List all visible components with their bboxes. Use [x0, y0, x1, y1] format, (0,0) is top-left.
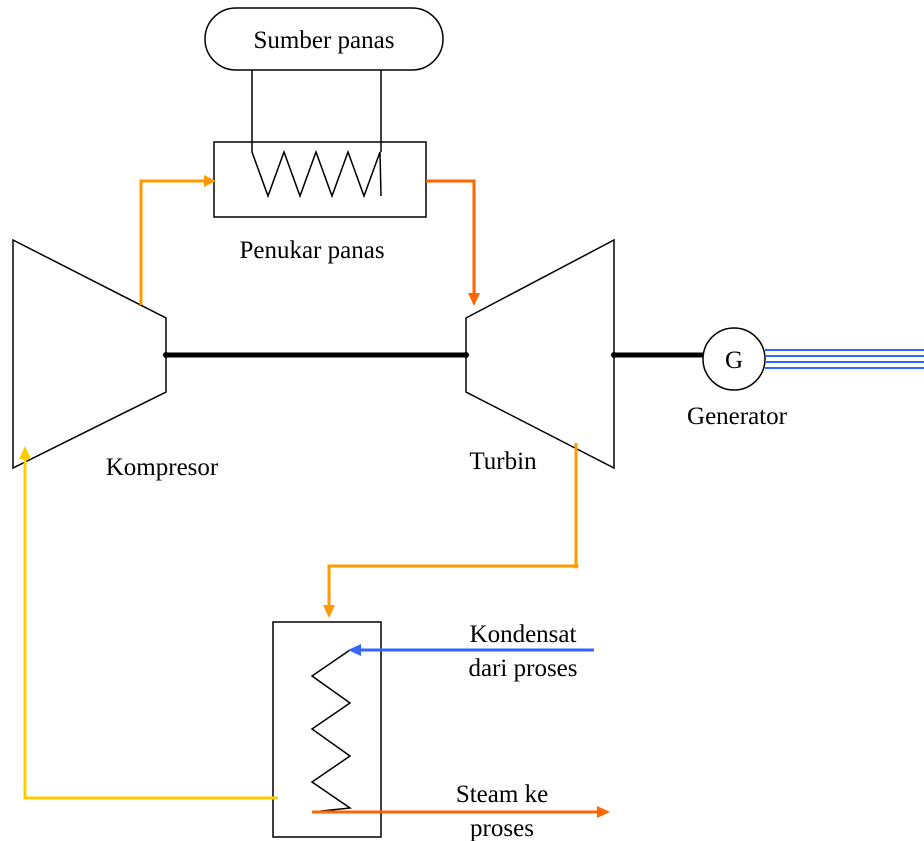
condensate-arrowhead: [348, 644, 361, 656]
heat-exchanger-label: Penukar panas: [239, 237, 384, 264]
compressor-shape: [12, 238, 167, 470]
generator-label: Generator: [687, 403, 788, 430]
condensate-label-line1: Kondensat: [470, 621, 577, 648]
hx-to-turbine-flow: [426, 179, 476, 294]
generator-symbol-letter: G: [725, 347, 743, 374]
hx-to-turbine-arrowhead: [468, 293, 480, 306]
power-output-lines: [765, 349, 924, 369]
return-to-compressor-flow: [23, 458, 278, 800]
steam-label-line1: Steam ke: [456, 781, 548, 808]
generator-symbol: [702, 327, 766, 391]
compressor-label: Kompresor: [106, 454, 219, 481]
turbine-exhaust-corner: [573, 563, 579, 569]
shaft-joint-left: [163, 352, 169, 358]
compressor-to-hx-flow: [139, 179, 205, 305]
heat-exchanger-coil: [251, 149, 382, 199]
turbine-label: Turbin: [469, 448, 537, 475]
turbine-shape: [465, 238, 615, 470]
steam-arrowhead: [597, 806, 610, 818]
return-to-compressor-arrowhead: [19, 446, 31, 459]
heat-source-box: [204, 7, 444, 71]
condensate-label-line2: dari proses: [469, 655, 578, 682]
condenser-box: [272, 621, 382, 838]
steam-label-line2: proses: [470, 815, 534, 841]
heat-exchanger-box: [213, 141, 427, 218]
compressor-to-hx-arrowhead: [204, 175, 216, 187]
heat-source-label: Sumber panas: [254, 27, 395, 54]
shaft-joint-right: [463, 352, 469, 358]
turbine-exhaust-arrowhead: [323, 605, 335, 618]
shaft-joint-turbine: [611, 352, 617, 358]
condenser-coil: [310, 649, 353, 813]
turbine-exhaust-flow: [327, 443, 578, 606]
